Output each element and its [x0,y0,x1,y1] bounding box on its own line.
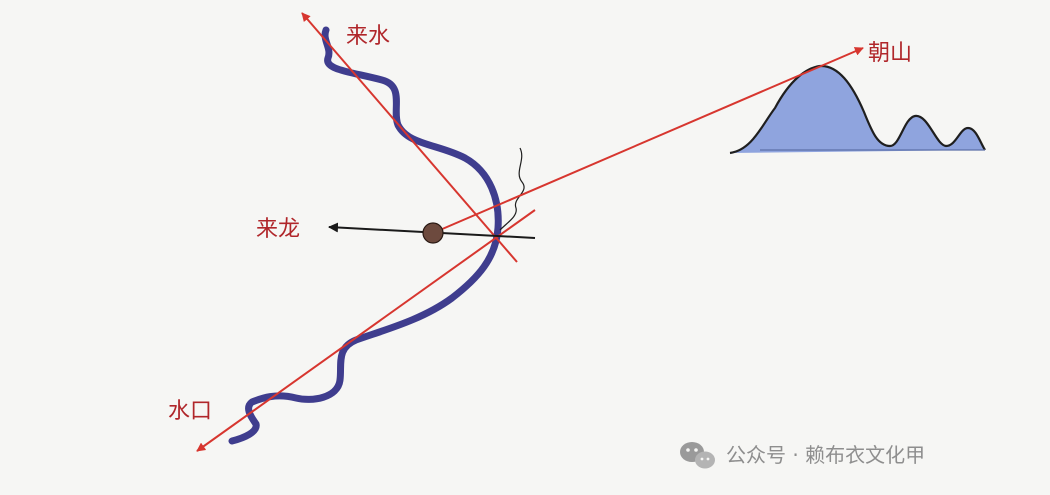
water-outlet-axis [196,209,536,452]
mountain-range [730,65,985,153]
watermark: 公众号 · 赖布衣文化甲 [680,442,925,469]
watermark-text: 公众号 · 赖布衣文化甲 [726,443,925,467]
label-incoming-dragon: 来龙 [256,217,300,242]
label-water-outlet: 水口 [168,399,212,424]
incoming-water-axis [301,12,518,263]
label-incoming-water: 来水 [346,24,390,49]
dragon-vein-line [499,147,525,231]
river-curve [228,26,502,445]
label-facing-mountain: 朝山 [868,41,912,66]
site-marker [422,222,444,244]
mountain-outline [729,64,986,155]
facing-mountain-axis [432,47,864,234]
wechat-icon [680,442,715,469]
